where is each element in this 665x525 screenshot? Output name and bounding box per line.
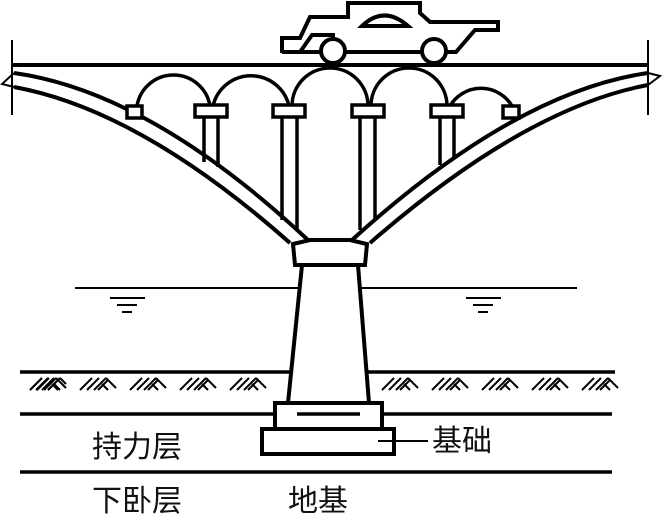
underlying-layer-label: 下卧层 — [92, 484, 182, 519]
water-level — [75, 287, 577, 313]
pier — [286, 264, 371, 404]
spandrel-columns — [125, 103, 521, 120]
spandrel-arches — [135, 66, 514, 107]
main-arch-ribs — [13, 71, 649, 245]
foundation — [260, 401, 396, 456]
subgrade-label: 地基 — [288, 484, 348, 519]
bearing-layer-label: 持力层 — [92, 430, 182, 465]
ground-hatch-marks — [29, 377, 619, 391]
pier-cap — [290, 238, 370, 267]
car-icon — [280, 1, 500, 65]
foundation-label: 基础 — [432, 424, 492, 459]
